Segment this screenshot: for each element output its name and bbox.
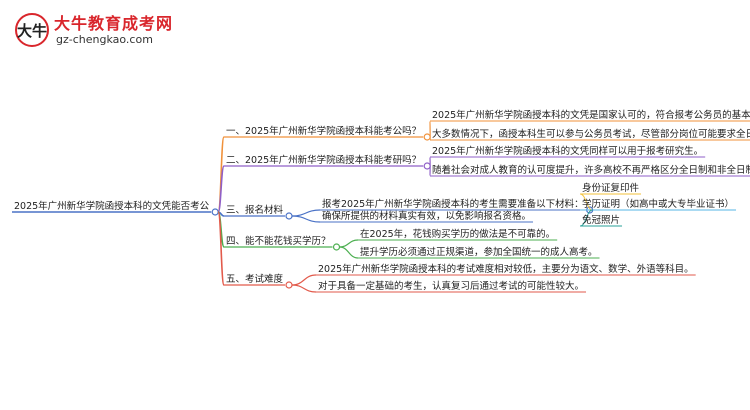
branch-1-label[interactable]: 一、2025年广州新华学院函授本科能考公吗？ [226,125,421,137]
logo-mark-text: 大牛 [17,22,47,40]
material-leaf-3-label[interactable]: 免冠照片 [582,214,620,226]
branch-2-child-2-label[interactable]: 随着社会对成人教育的认可度提升，许多高校不再严格区分全日制和非全日制学历。 [432,164,750,176]
branch-4-label[interactable]: 四、能不能花钱买学历？ [226,235,331,247]
branch-3-child-1-label[interactable]: 报考2025年广州新华学院函授本科的考生需要准备以下材料： [322,198,584,210]
branch-5-node[interactable] [285,281,293,289]
branch-3-child-2-label[interactable]: 确保所提供的材料真实有效，以免影响报名资格。 [322,210,531,222]
root-topic[interactable]: 2025年广州新华学院函授本科的文凭能否考公 [14,200,210,212]
branch-5-child-1-label[interactable]: 2025年广州新华学院函授本科的考试难度相对较低，主要分为语文、数学、外语等科目… [318,263,694,275]
branch-1-node[interactable] [423,133,431,141]
branch-2-node[interactable] [423,162,431,170]
branch-3-child-2-connector [292,215,321,223]
branch-3-node[interactable] [285,212,293,220]
logo[interactable]: 大牛 大牛教育成考网 gz-chengkao.com [14,10,214,54]
material-leaf-2-label[interactable]: 学历证明（如高中或大专毕业证书） [582,198,734,210]
branch-1-child-2-label[interactable]: 大多数情况下，函授本科生可以参与公务员考试，尽管部分岗位可能要求全日制学历。 [432,128,750,140]
root-node[interactable] [211,208,219,216]
branch-3-child-1-connector [292,209,321,217]
branch-5-child-2-connector [292,284,317,293]
branch-2-child-1-label[interactable]: 2025年广州新华学院函授本科的文凭同样可以用于报考研究生。 [432,145,703,157]
logo-mark-icon: 大牛 [14,12,50,48]
branch-3-label[interactable]: 三、报名材料 [226,204,284,216]
branch-connector-2 [217,165,225,213]
branch-4-node[interactable] [332,243,341,251]
logo-url: gz-chengkao.com [56,33,153,46]
branch-1-child-1-label[interactable]: 2025年广州新华学院函授本科的文凭是国家认可的，符合报考公务员的基本要求。 [432,109,750,121]
logo-title: 大牛教育成考网 [54,14,174,33]
material-leaf-1-label[interactable]: 身份证复印件 [582,182,640,194]
branch-5-child-2-label[interactable]: 对于具备一定基础的考生，认真复习后通过考试的可能性较大。 [318,280,584,292]
branch-4-child-1-connector [339,239,359,248]
branch-4-child-2-connector [339,246,359,259]
branch-5-label[interactable]: 五、考试难度 [226,273,284,285]
branch-4-child-2-label[interactable]: 提升学历必须通过正规渠道，参加全国统一的成人高考。 [360,246,598,258]
branch-5-child-1-connector [291,274,317,286]
branch-connector-5 [217,211,225,286]
branch-4-child-1-label[interactable]: 在2025年，花钱购买学历的做法是不可靠的。 [360,228,555,240]
branch-2-label[interactable]: 二、2025年广州新华学院函授本科能考研吗？ [226,154,421,166]
branch-connector-1 [217,136,225,213]
